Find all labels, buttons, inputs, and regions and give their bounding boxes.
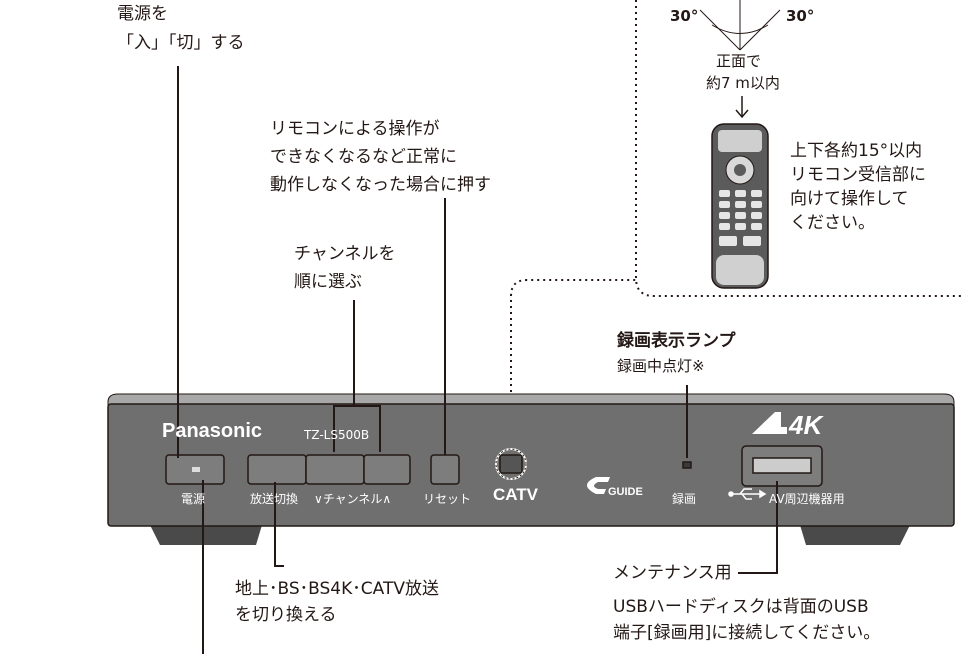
usb-port[interactable] (742, 446, 822, 486)
usb-symbol-icon (728, 488, 767, 500)
channel-up-button[interactable] (364, 455, 410, 484)
power-button-label: 電源 (181, 492, 206, 506)
remote-info-frame (635, 0, 962, 297)
receiver-lead-line (510, 279, 636, 452)
brand-logo: Panasonic (162, 420, 263, 442)
device-body (107, 393, 955, 545)
remote-note-line4: ください。 (790, 213, 875, 233)
angle-left-label: 30° (670, 7, 699, 25)
badge-4k-icon (752, 412, 787, 434)
callout-lines (177, 66, 778, 654)
usb-label-line2: USBハードディスクは背面のUSB (613, 597, 869, 617)
angle-right-label: 30° (786, 7, 815, 25)
usb-port-label: AV周辺機器用 (769, 492, 845, 506)
channel-label-line2: 順に選ぶ (294, 272, 362, 292)
remote-note-line1: 上下各約15°以内 (790, 141, 923, 161)
channel-down-button[interactable] (306, 455, 364, 484)
channel-button-label: ∨チャンネル∧ (314, 492, 392, 506)
reset-button-label: リセット (423, 492, 472, 506)
reset-button[interactable] (431, 455, 459, 484)
model-number: TZ-LS500B (304, 428, 370, 442)
catv-logo: CATV (493, 485, 539, 504)
distance-line2: 約7 m以内 (706, 74, 780, 92)
usb-label-line3: 端子[録画用]に接続してください。 (613, 623, 881, 643)
reset-label-line1: リモコンによる操作が (270, 119, 440, 139)
broadcast-label-line1: 地上･BS･BS4K･CATV放送 (235, 579, 439, 599)
broadcast-switch-button[interactable] (248, 455, 306, 484)
lamp-desc: 録画中点灯※ (617, 357, 705, 375)
g-guide-logo (587, 477, 610, 494)
reset-label-line2: できなくなるなど正常に (270, 147, 457, 167)
usb-label-line1: メンテナンス用 (613, 563, 732, 583)
channel-label-line1: チャンネルを (294, 244, 396, 264)
power-button[interactable] (166, 455, 224, 484)
reset-label-line3: 動作しなくなった場合に押す (270, 175, 491, 195)
broadcast-label-line2: を切り換える (235, 605, 337, 625)
remote-note-line3: 向けて操作して (790, 189, 909, 209)
badge-4k-label: 4K (789, 410, 823, 440)
lamp-title: 録画表示ランプ (617, 331, 736, 351)
power-label-line1: 電源を (117, 4, 168, 24)
power-label-line2: 「入」「切」する (117, 33, 245, 53)
remote-control-illustration (711, 123, 769, 289)
front-buttons (165, 445, 823, 487)
angle-cone (699, 0, 781, 51)
record-lamp-label: 録画 (672, 492, 697, 506)
remote-note-line2: リモコン受信部に (790, 165, 926, 185)
broadcast-button-label: 放送切換 (250, 492, 299, 506)
distance-line1: 正面で (716, 52, 762, 70)
g-guide-text: GUIDE (608, 486, 643, 498)
distance-arrow (735, 96, 749, 119)
